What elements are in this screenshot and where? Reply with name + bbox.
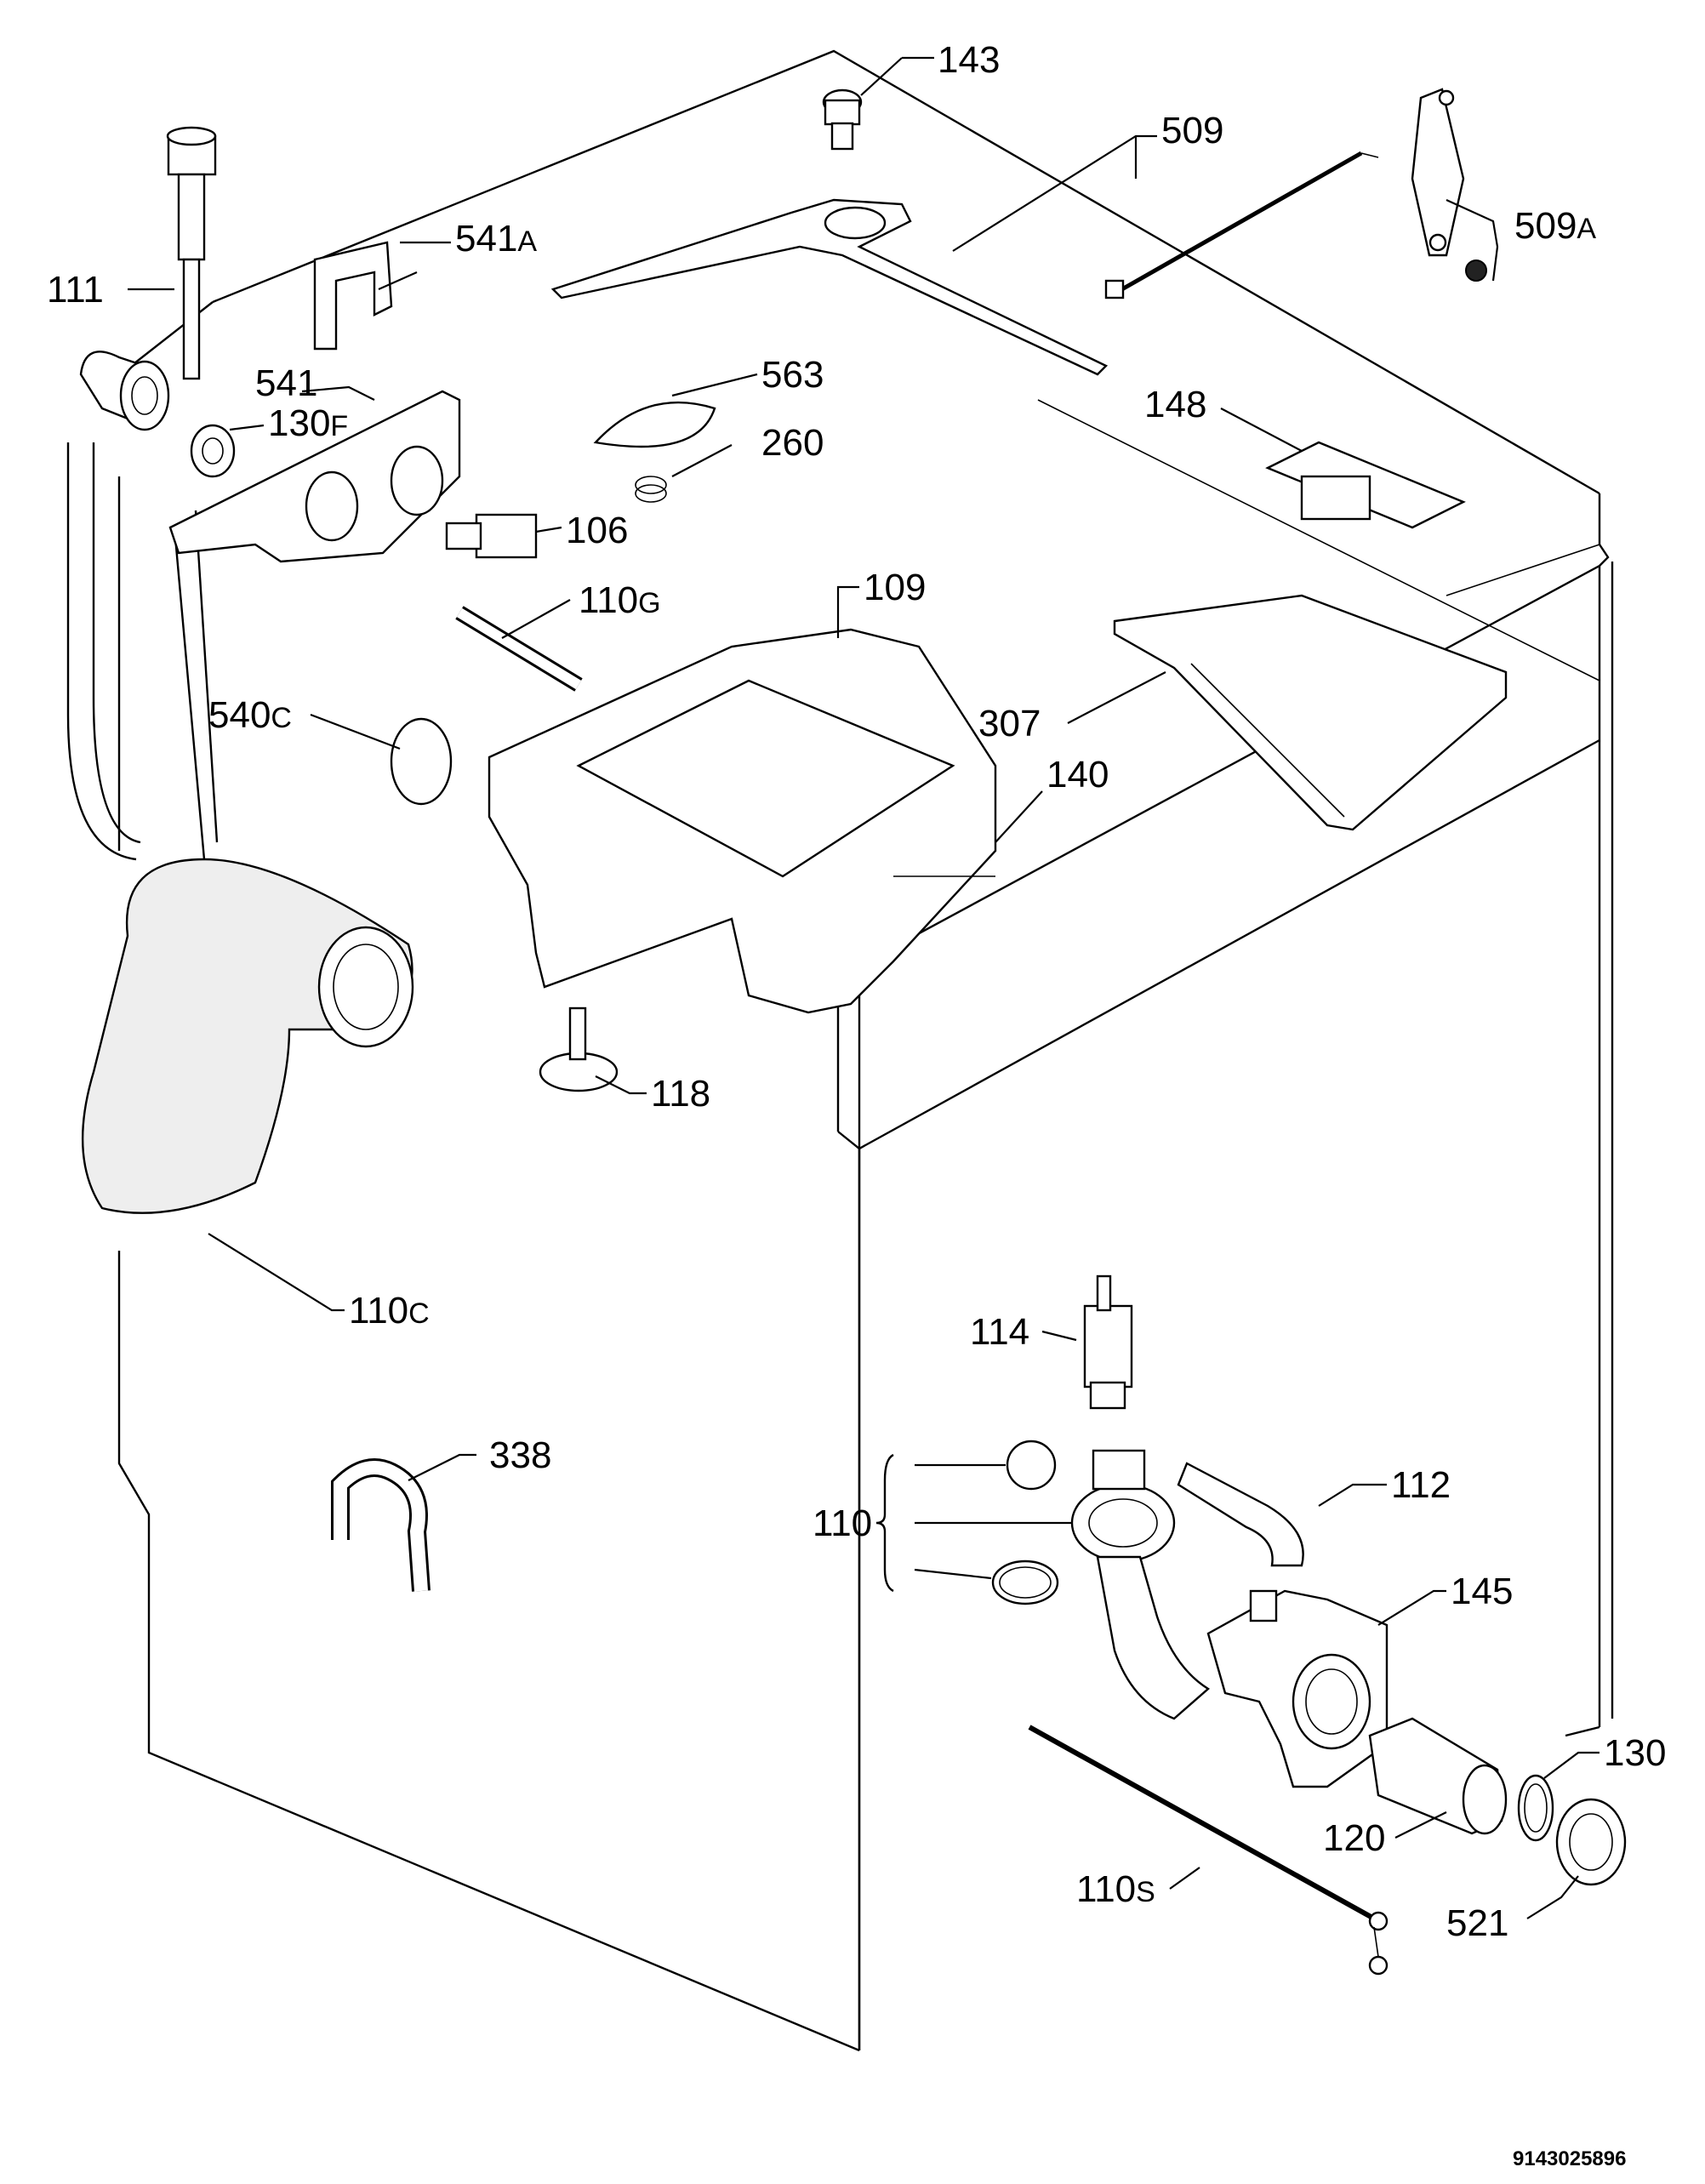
document-code: 9143025896 xyxy=(1513,2147,1626,2170)
label-110c: 110C xyxy=(349,1290,430,1331)
label-338: 338 xyxy=(489,1434,551,1476)
part-110c-bellows xyxy=(81,858,414,1312)
part-130f-ring xyxy=(190,424,265,478)
part-106-valve xyxy=(445,513,562,559)
label-509: 509 xyxy=(1161,110,1223,151)
part-109-dispenser-housing xyxy=(488,585,997,1014)
label-114: 114 xyxy=(970,1311,1029,1353)
part-541a-clip xyxy=(313,241,451,351)
label-130f: 130F xyxy=(268,402,348,444)
part-118-gear xyxy=(539,1006,647,1095)
label-140: 140 xyxy=(1046,754,1109,795)
label-110s: 110S xyxy=(1076,1868,1155,1910)
label-145: 145 xyxy=(1451,1571,1513,1612)
part-338-hook xyxy=(331,1453,476,1592)
label-143: 143 xyxy=(938,39,1000,81)
part-110-bracket-brace xyxy=(875,1453,894,1593)
part-145-pump-housing xyxy=(1206,1589,1446,1788)
label-541: 541 xyxy=(255,362,317,404)
label-540c: 540C xyxy=(208,694,292,736)
part-110-sump-body xyxy=(915,1449,1211,1720)
part-130-o-ring xyxy=(1517,1751,1600,1842)
part-148-switch xyxy=(1220,408,1466,529)
part-521-cap xyxy=(1526,1798,1627,1919)
cabinet-outline xyxy=(114,49,1614,2052)
label-110g: 110G xyxy=(579,579,661,621)
part-541-bracket xyxy=(168,385,461,563)
label-109: 109 xyxy=(864,567,926,608)
label-541a: 541A xyxy=(455,218,537,259)
part-563-flap xyxy=(593,373,758,448)
label-111: 111 xyxy=(47,269,104,311)
part-509-rod xyxy=(1104,151,1379,299)
label-509a: 509A xyxy=(1514,205,1596,247)
part-140-dispenser-drawer xyxy=(893,790,1043,877)
part-110-seal-ring xyxy=(914,1560,1059,1605)
part-120-filter xyxy=(1368,1717,1508,1839)
label-120: 120 xyxy=(1323,1817,1385,1859)
part-509a-lever xyxy=(1411,88,1499,282)
label-260: 260 xyxy=(761,422,824,464)
part-114-valve-cap xyxy=(1041,1274,1133,1410)
label-521: 521 xyxy=(1446,1902,1508,1944)
label-563: 563 xyxy=(761,354,824,396)
part-110g-tube xyxy=(455,599,583,692)
part-540c-lid xyxy=(310,713,453,806)
label-118: 118 xyxy=(651,1073,710,1115)
label-106: 106 xyxy=(566,510,628,551)
part-260-spring xyxy=(635,444,733,503)
part-112-hose xyxy=(1177,1462,1387,1567)
label-148: 148 xyxy=(1144,384,1206,425)
label-112: 112 xyxy=(1391,1464,1451,1506)
callout-labels: 143 509 509A 111 541A 541 130F 563 260 1… xyxy=(47,39,1666,1944)
label-110: 110 xyxy=(813,1503,872,1544)
part-509-bracket xyxy=(550,134,1157,376)
part-110-ball xyxy=(915,1440,1057,1491)
part-inlet-hose-loop xyxy=(66,351,219,861)
label-307: 307 xyxy=(978,703,1041,744)
part-143-knob xyxy=(822,56,934,151)
part-110s-rod xyxy=(1028,1725,1389,1976)
part-111-hose xyxy=(128,126,217,380)
part-307-drawer-frame xyxy=(1067,594,1508,831)
label-130: 130 xyxy=(1604,1732,1666,1774)
